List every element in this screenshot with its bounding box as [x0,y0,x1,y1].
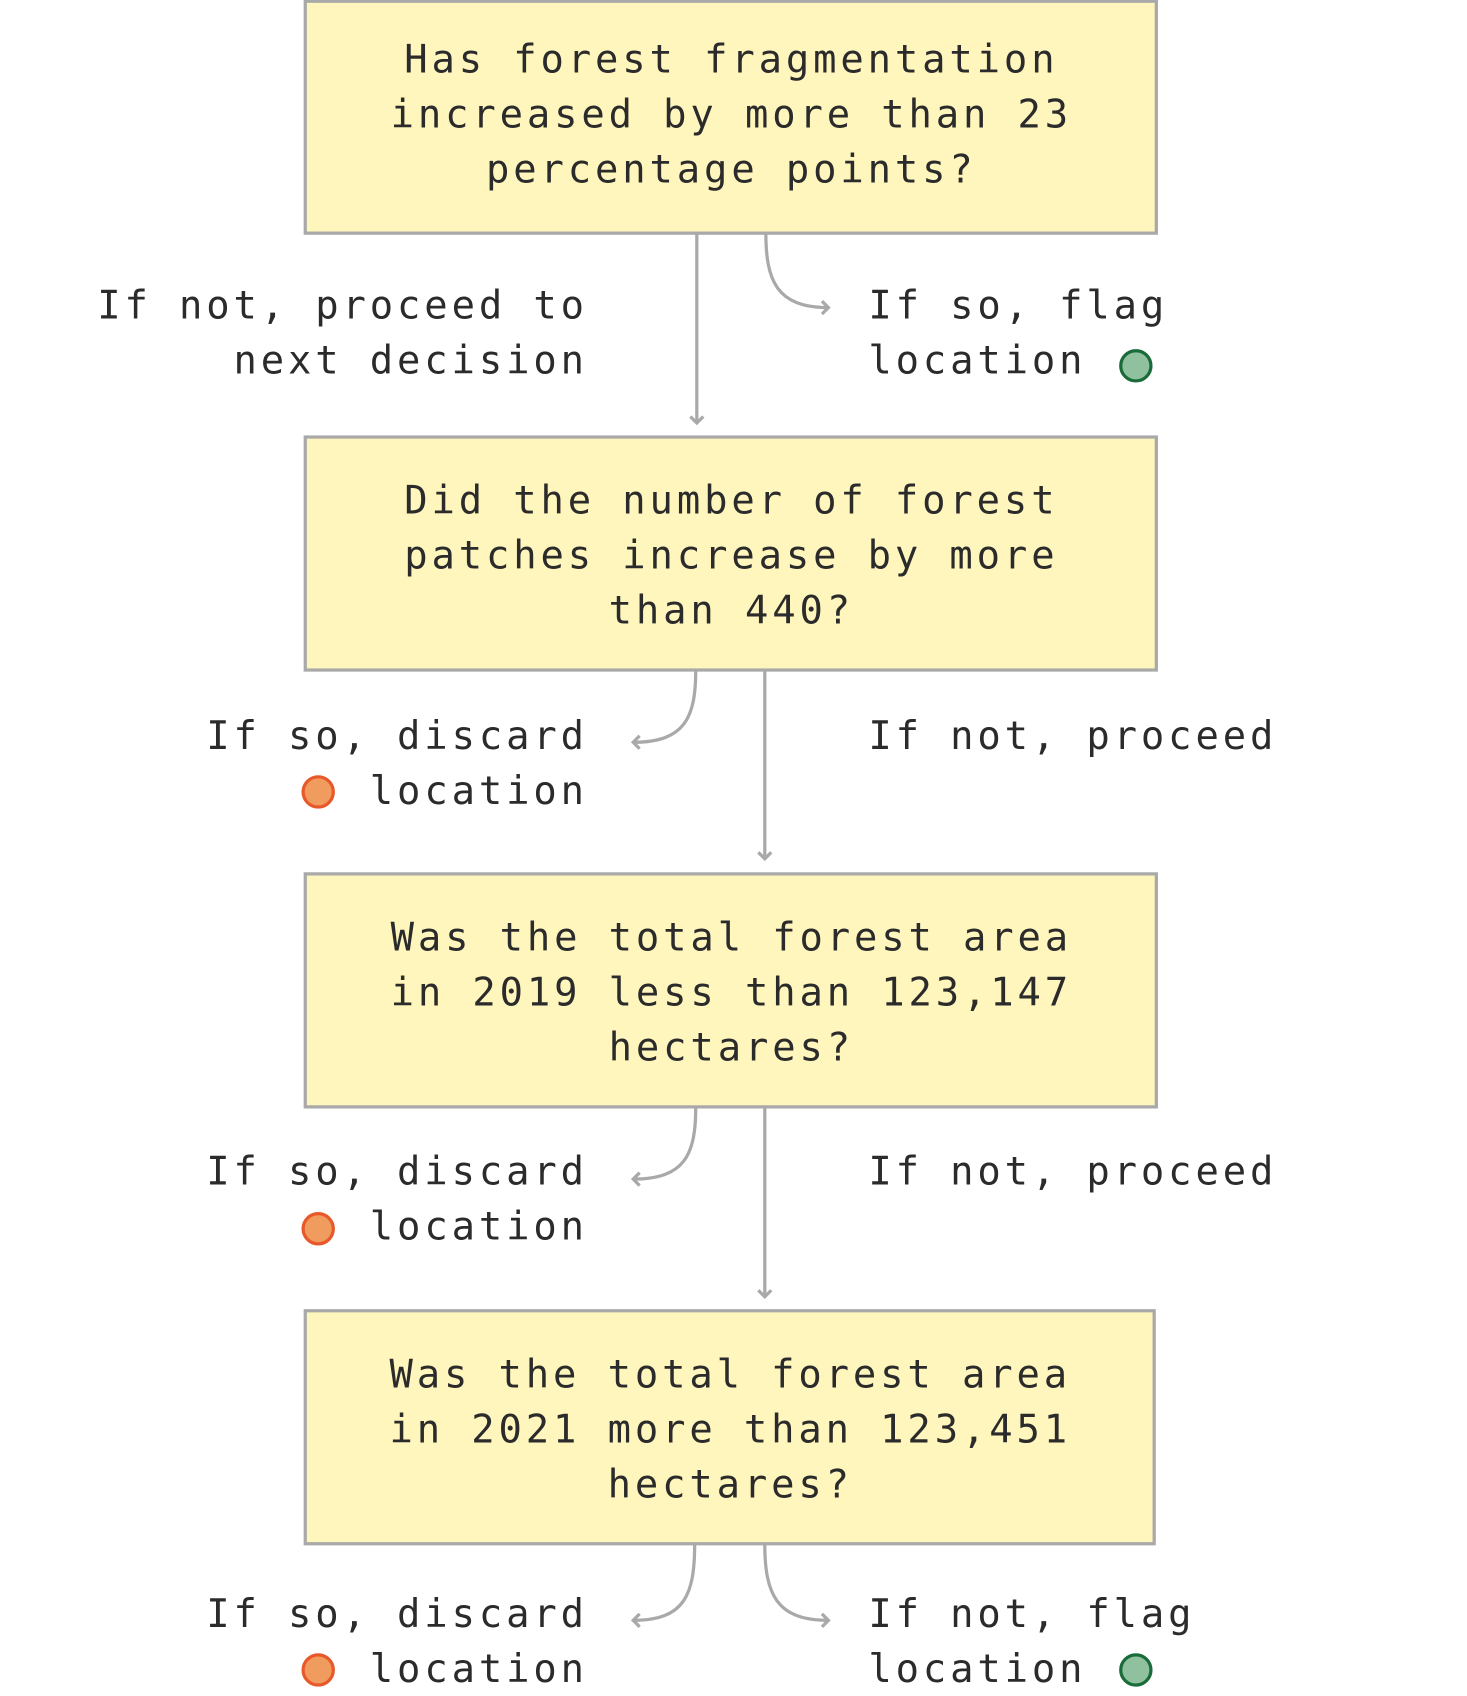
decision-text: than 440? [609,589,854,634]
decision-box-2: Did the number of forest patches increas… [303,435,1158,672]
label-flag: location [868,338,1086,383]
label-flag: If not, flag [868,1592,1195,1637]
label-flag: location [868,1647,1086,1692]
decision-text: hectares? [608,1462,853,1507]
label-discard: location [370,1205,588,1250]
decision-text: Has forest fragmentation [404,37,1058,82]
decision-box-1: Has forest fragmentation increased by mo… [303,0,1158,235]
label-discard: location [370,1647,588,1692]
decision-text: in 2021 more than 123,451 [390,1407,1072,1452]
decision-text: Did the number of forest [404,479,1058,524]
decision-text: increased by more than 23 [391,92,1073,137]
label-flag: If so, flag [868,283,1168,328]
flag-dot-icon [1119,1653,1153,1687]
decision-text: patches increase by more [404,534,1058,579]
decision-text: Was the total forest area [390,1352,1072,1397]
discard-dot-icon [301,1212,335,1246]
decision-box-3: Was the total forest area in 2019 less t… [303,872,1158,1109]
label-proceed: If not, proceed [868,714,1277,759]
discard-dot-icon [301,1653,335,1687]
decision-box-4: Was the total forest area in 2021 more t… [303,1309,1156,1546]
decision-text: Was the total forest area [391,915,1073,960]
label-discard: location [370,769,588,814]
label-discard: If so, discard [206,1150,588,1195]
flag-dot-icon [1119,349,1153,383]
arrow-flag-1 [764,233,829,307]
label-discard: If so, discard [206,1592,588,1637]
arrow-flag-4 [763,1543,829,1621]
discard-dot-icon [301,775,335,809]
decision-text: hectares? [609,1025,854,1070]
decision-text: in 2019 less than 123,147 [391,970,1073,1015]
arrow-discard-3 [633,1106,698,1179]
label-proceed: If not, proceed [868,1150,1277,1195]
label-proceed: next decision [233,338,587,383]
arrow-discard-2 [633,670,698,742]
arrow-discard-4 [633,1543,697,1621]
decision-text: percentage points? [486,147,977,192]
label-proceed: If not, proceed to [97,283,588,328]
label-discard: If so, discard [206,714,588,759]
